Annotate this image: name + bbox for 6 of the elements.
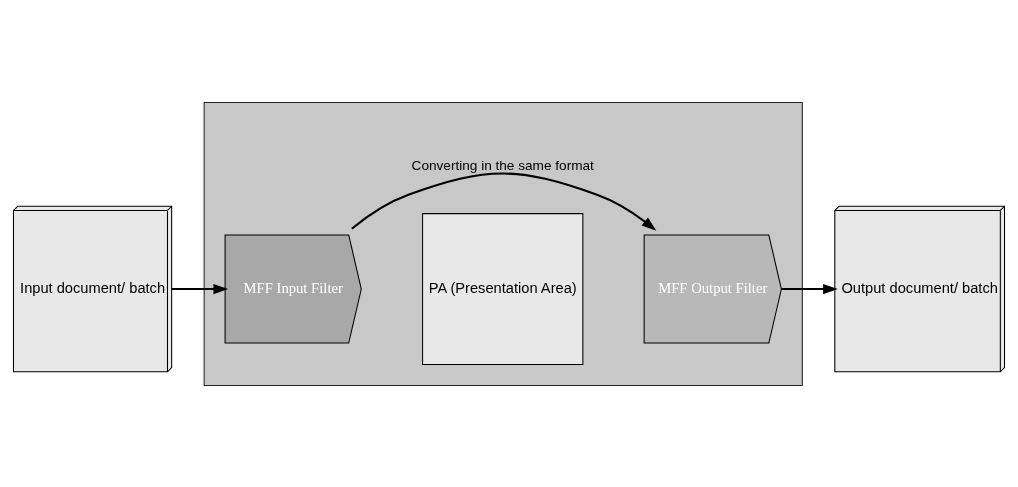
node-box: PA (Presentation Area) — [422, 212, 584, 365]
arrow — [351, 172, 657, 231]
arrow — [171, 283, 229, 294]
arrow — [781, 283, 838, 294]
cluster — [203, 101, 803, 386]
edge-label: Converting in the same format — [411, 157, 594, 173]
